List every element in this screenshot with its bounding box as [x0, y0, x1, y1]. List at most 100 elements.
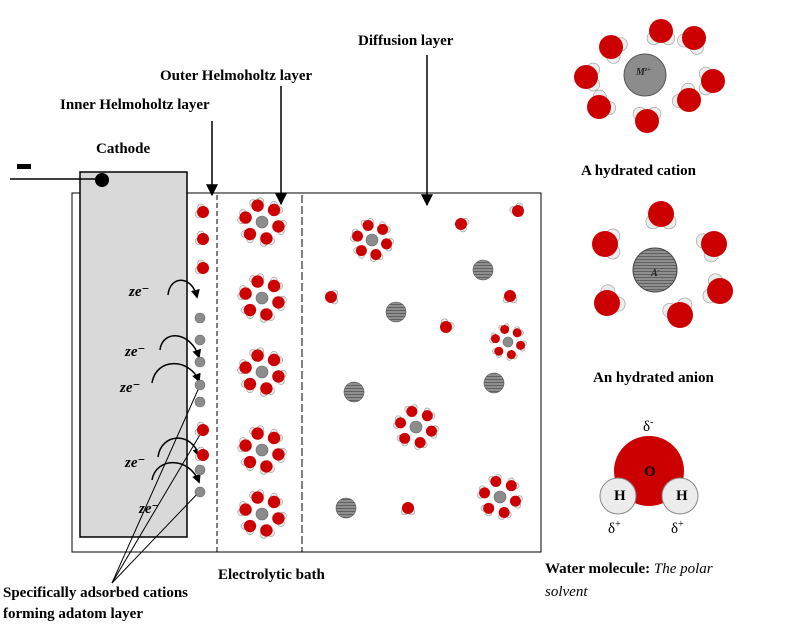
- water-molecule-icon: [587, 89, 617, 119]
- water-molecule-icon: [360, 218, 374, 232]
- water-molecule-icon: [574, 62, 601, 92]
- cathode-label: Cathode: [96, 141, 151, 157]
- water-molecule-icon: [237, 209, 252, 225]
- water-molecule-icon: [259, 232, 275, 247]
- hydrated-cation-icon: [237, 347, 287, 397]
- adatom-pointer-lines: [111, 382, 202, 584]
- water-molecule-icon: [259, 382, 275, 397]
- water-molecule-icon: [272, 369, 287, 385]
- water-molecule-icon: [350, 228, 364, 242]
- water-molecule-icon: [353, 245, 367, 259]
- diffusion-layer-label: Diffusion layer: [358, 33, 454, 49]
- water-molecule-icon: [259, 524, 275, 539]
- ze-label-3: ze⁻: [119, 380, 140, 396]
- water-molecule-icon: [702, 273, 733, 304]
- hydrated-cation-icon: [237, 425, 287, 475]
- cathode-terminal-dot: [95, 173, 109, 187]
- water-molecule-icon: [662, 297, 693, 328]
- legend-hydrated-cation-label: A hydrated cation: [581, 163, 697, 179]
- legend-cation-symbol: Mz+: [635, 67, 651, 78]
- adsorbed-cation-icon: [194, 396, 206, 408]
- water-molecule-icon: [594, 284, 626, 316]
- water-molecule-icon: [272, 447, 287, 463]
- water-molecule-icon: [599, 35, 628, 64]
- water-molecule-icon: [506, 350, 518, 361]
- water-molecule-icon: [498, 506, 512, 520]
- hydrated-cation-icon: [393, 404, 439, 450]
- legend-anion-symbol: A-: [650, 268, 660, 279]
- water-molecule-icon: [480, 502, 495, 517]
- delta-minus-label: δ-: [643, 417, 653, 435]
- water-molecule-icon: [249, 425, 265, 440]
- water-molecule-icon: [240, 455, 257, 472]
- adsorbed-cation-icon: [194, 356, 206, 368]
- ze-label-4: ze⁻: [124, 455, 145, 471]
- ions-and-water-molecules: [194, 197, 527, 539]
- water-molecule-caption-line-2: solvent: [545, 584, 588, 600]
- water-hydrogen-left-label: H: [614, 488, 626, 504]
- hydrated-cation-icon: [237, 273, 287, 323]
- water-molecule-icon: [259, 308, 275, 323]
- water-molecule-icon: [237, 359, 252, 375]
- electrolytic-bath-label: Electrolytic bath: [218, 567, 325, 583]
- hydrated-cation-icon: [350, 218, 394, 262]
- water-molecule-icon: [249, 273, 265, 288]
- water-hydrogen-right-label: H: [676, 488, 688, 504]
- water-molecule-icon: [370, 248, 384, 262]
- water-molecule-icon: [440, 318, 455, 333]
- water-molecule-icon: [512, 326, 524, 338]
- water-molecule-icon: [194, 421, 209, 436]
- water-molecule-icon: [249, 197, 265, 212]
- negative-sign-icon: [17, 164, 31, 169]
- cathode-electrode: [79, 171, 188, 538]
- inner-helmholtz-label: Inner Helmoholtz layer: [60, 97, 210, 113]
- adsorbed-cation-icon: [194, 312, 206, 324]
- water-molecule-icon: [698, 66, 725, 96]
- water-molecule-icon: [677, 26, 706, 55]
- water-molecule-icon: [267, 492, 284, 509]
- water-molecule-icon: [505, 477, 520, 492]
- water-molecule-icon: [267, 350, 284, 367]
- adsorbed-cation-icon: [194, 379, 206, 391]
- delta-plus-right-label: δ+: [671, 519, 684, 537]
- water-molecule-icon: [592, 228, 621, 260]
- water-oxygen-label: O: [644, 464, 656, 480]
- water-molecule-icon: [272, 511, 287, 527]
- water-molecule-icon: [509, 202, 524, 217]
- outer-helmholtz-label: Outer Helmoholtz layer: [160, 68, 313, 84]
- electrolytic-bath-frame: [71, 192, 542, 553]
- anion-icon: [343, 381, 365, 403]
- hydrated-cation-icon: [477, 474, 523, 520]
- legend-hydrated-cation-icon: [574, 19, 725, 133]
- water-molecule-icon: [240, 377, 257, 394]
- water-molecule-icon: [502, 290, 518, 304]
- ze-label-1: ze⁻: [128, 284, 149, 300]
- water-molecule-icon: [396, 432, 411, 447]
- adsorbed-cation-icon: [194, 486, 206, 498]
- water-molecule-icon: [272, 219, 287, 235]
- electron-transfer-arrows: [151, 279, 202, 484]
- water-molecule-caption: Water molecule: The polar: [545, 561, 713, 577]
- water-molecule-icon: [498, 323, 510, 334]
- ze-label-5: ze⁻: [138, 501, 159, 517]
- anion-icon: [335, 497, 357, 519]
- water-molecule-icon: [509, 495, 523, 509]
- adsorbed-cation-icon: [194, 464, 206, 476]
- water-molecule-icon: [425, 425, 439, 439]
- hydrated-cation-icon: [237, 489, 287, 539]
- water-molecule-icon: [194, 203, 209, 218]
- hydrated-cation-icon: [237, 197, 287, 247]
- water-molecule-icon: [237, 501, 252, 517]
- legend-water-molecule-icon: [599, 436, 699, 515]
- water-molecule-icon: [632, 106, 662, 133]
- water-molecule-icon: [237, 437, 252, 453]
- legend-hydrated-anion-icon: [592, 201, 733, 328]
- water-molecule-icon: [404, 404, 418, 418]
- ze-label-2: ze⁻: [124, 344, 145, 360]
- water-molecule-icon: [325, 289, 339, 305]
- hydrated-cation-icon: [489, 323, 527, 361]
- water-molecule-icon: [267, 428, 284, 445]
- water-molecule-icon: [249, 347, 265, 362]
- anion-icon: [483, 372, 505, 394]
- water-molecule-icon: [240, 227, 257, 244]
